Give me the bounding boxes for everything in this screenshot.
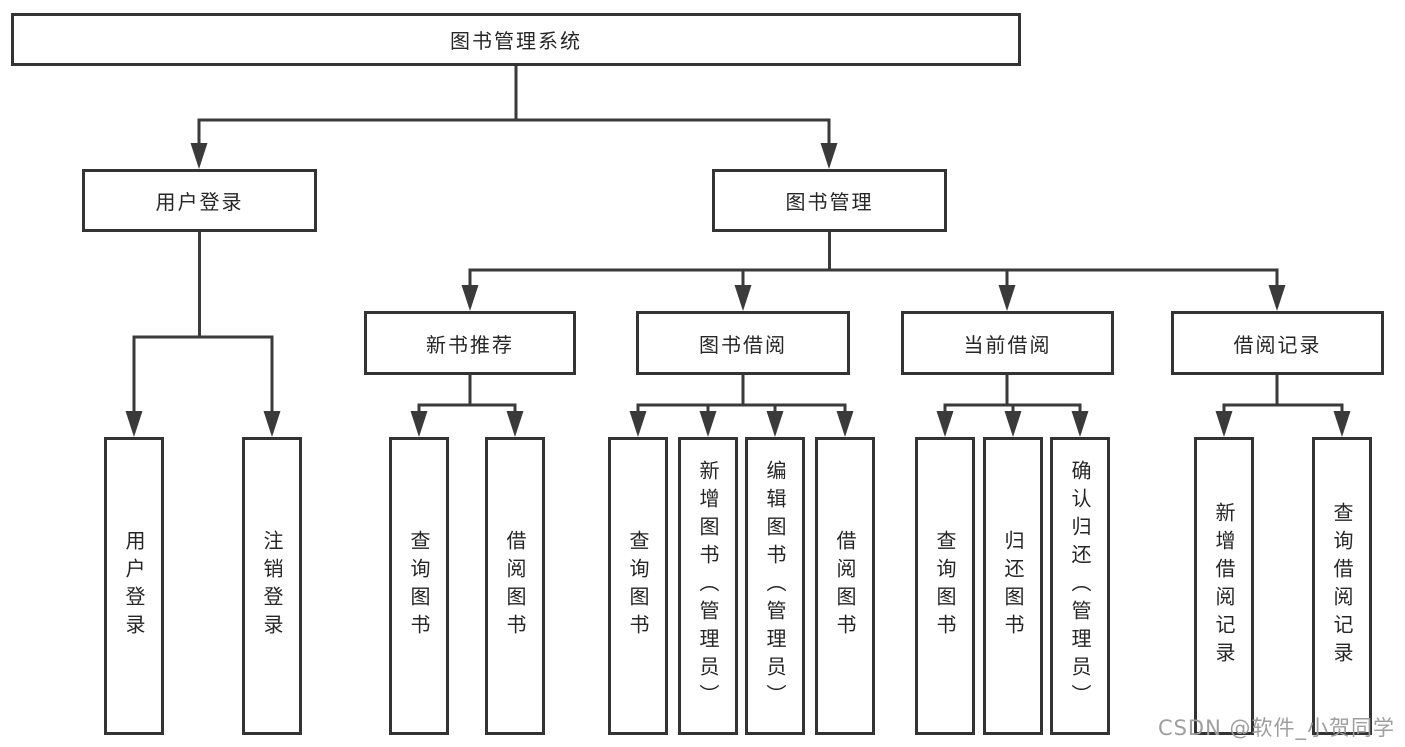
leaf-logout: 注销登录 bbox=[242, 437, 302, 735]
node-label: 借阅图书 bbox=[833, 530, 857, 642]
leaf-user-login: 用户登录 bbox=[104, 437, 164, 735]
node-label: 图书借阅 bbox=[699, 332, 787, 357]
node-borrowing-records: 借阅记录 bbox=[1171, 311, 1384, 375]
node-label: 当前借阅 bbox=[963, 332, 1052, 357]
leaf-query-books-current: 查询图书 bbox=[915, 437, 975, 735]
node-label: 查询图书 bbox=[933, 530, 957, 642]
node-label: 图书管理系统 bbox=[450, 29, 582, 53]
node-label: 新增图书（管理员） bbox=[696, 460, 720, 712]
node-label: 注销登录 bbox=[260, 530, 284, 642]
node-label: 借阅图书 bbox=[503, 530, 527, 642]
node-label: 用户登录 bbox=[122, 530, 146, 642]
node-user-login-module: 用户登录 bbox=[82, 169, 317, 232]
node-label: 借阅记录 bbox=[1233, 332, 1322, 357]
leaf-confirm-return-admin: 确认归还（管理员） bbox=[1050, 437, 1110, 735]
leaf-query-books-borrow: 查询图书 bbox=[608, 437, 668, 735]
node-book-management-module: 图书管理 bbox=[712, 169, 947, 232]
node-label: 编辑图书（管理员） bbox=[763, 460, 787, 712]
node-label: 查询图书 bbox=[626, 530, 650, 642]
node-label: 确认归还（管理员） bbox=[1068, 460, 1092, 712]
leaf-borrow-books: 借阅图书 bbox=[815, 437, 875, 735]
leaf-add-borrow-record: 新增借阅记录 bbox=[1194, 437, 1254, 735]
node-label: 查询图书 bbox=[407, 530, 431, 642]
leaf-return-books: 归还图书 bbox=[983, 437, 1043, 735]
leaf-query-borrow-record: 查询借阅记录 bbox=[1312, 437, 1372, 735]
node-label: 新书推荐 bbox=[426, 332, 514, 357]
leaf-borrow-books-recommend: 借阅图书 bbox=[485, 437, 545, 735]
node-label: 用户登录 bbox=[155, 190, 244, 214]
csdn-watermark: CSDN @软件_小贺同学 bbox=[1157, 716, 1395, 740]
node-label: 查询借阅记录 bbox=[1330, 502, 1354, 670]
node-label: 归还图书 bbox=[1001, 530, 1025, 642]
node-book-borrowing: 图书借阅 bbox=[636, 311, 850, 375]
node-new-book-recommendation: 新书推荐 bbox=[364, 311, 576, 375]
leaf-query-books-recommend: 查询图书 bbox=[389, 437, 449, 735]
node-current-borrowing: 当前借阅 bbox=[901, 311, 1114, 375]
leaf-edit-books-admin: 编辑图书（管理员） bbox=[745, 437, 805, 735]
node-library-management-system: 图书管理系统 bbox=[11, 13, 1021, 66]
node-label: 图书管理 bbox=[785, 190, 874, 214]
node-label: 新增借阅记录 bbox=[1212, 502, 1236, 670]
leaf-add-books-admin: 新增图书（管理员） bbox=[678, 437, 738, 735]
